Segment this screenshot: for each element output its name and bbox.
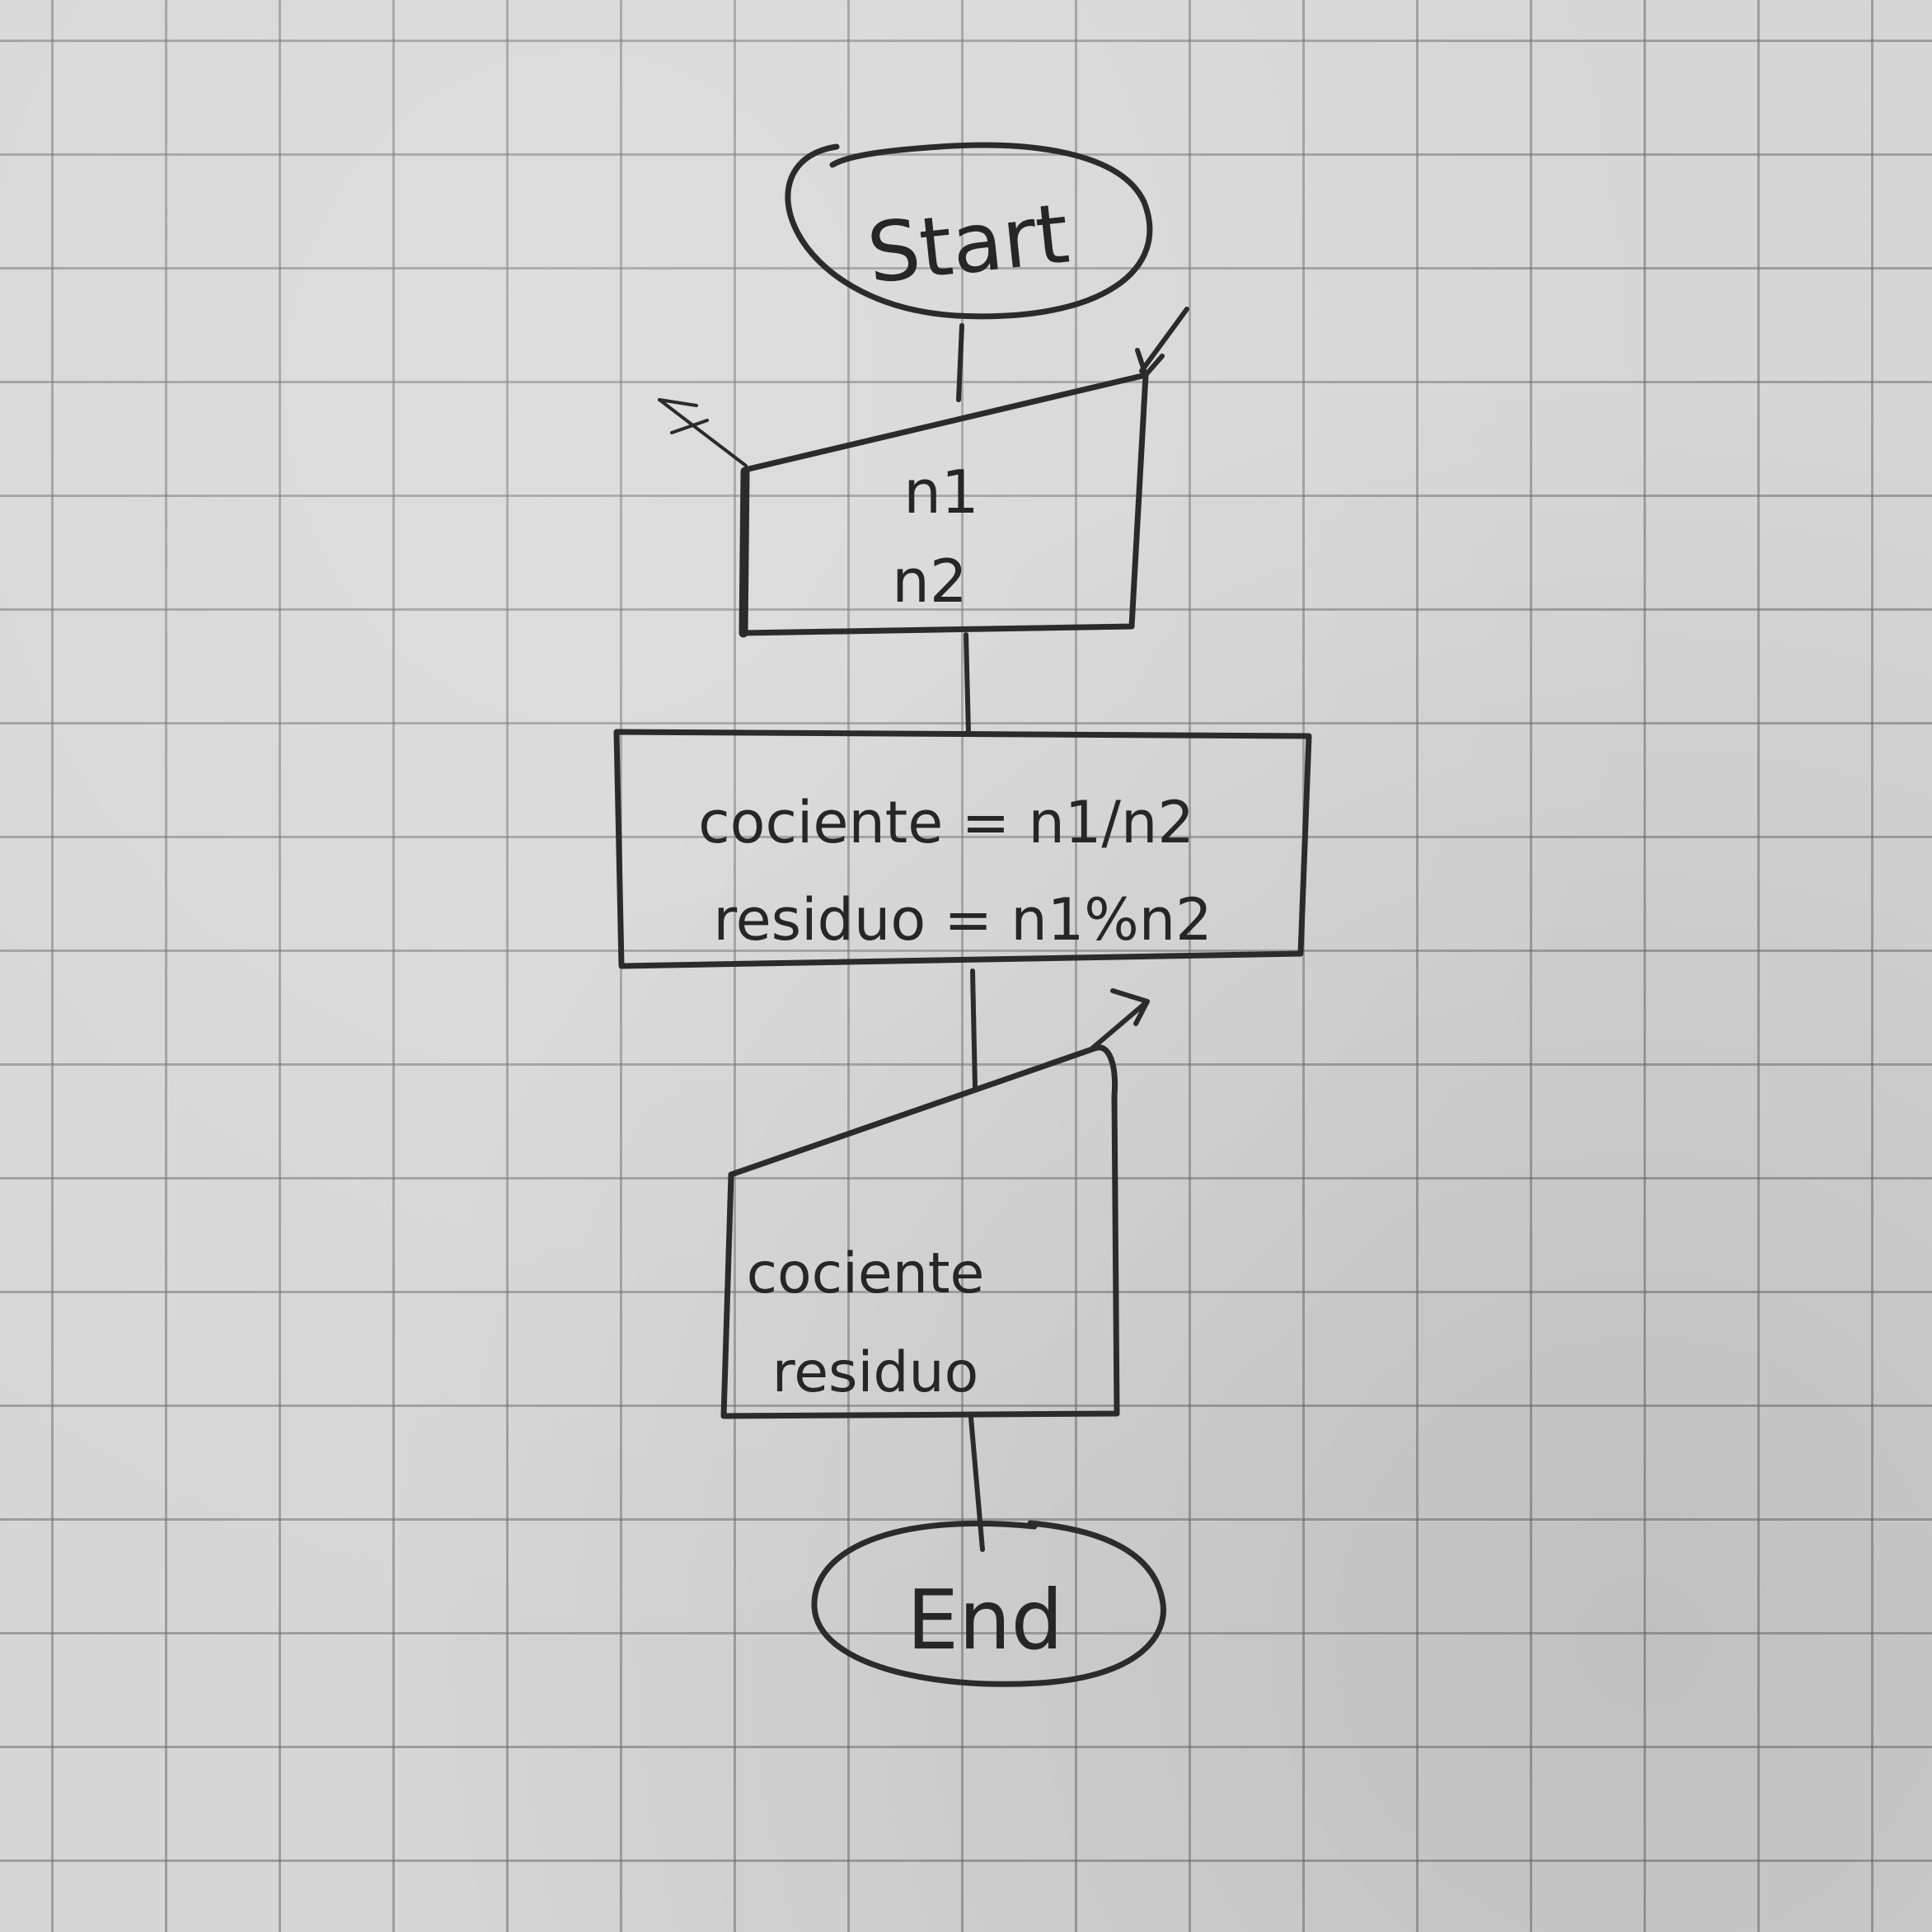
connector-start-input <box>956 323 964 402</box>
input-arrow-icon <box>1135 307 1189 377</box>
start-label: Start <box>863 185 1073 302</box>
start-terminal: Start <box>785 142 1153 320</box>
process-box: cociente = n1/n2 residuo = n1%n2 <box>613 729 1312 969</box>
connector-process-output <box>970 968 978 1090</box>
input-line-1: n1 <box>903 457 978 527</box>
connector-output-end <box>968 1415 985 1552</box>
input-shape: n1 n2 <box>658 307 1189 638</box>
connector-input-process <box>964 632 971 736</box>
process-line-2: residuo = n1%n2 <box>713 886 1212 954</box>
output-line-1: cociente <box>747 1241 985 1306</box>
end-terminal: End <box>811 1520 1166 1687</box>
process-line-1: cociente = n1/n2 <box>698 789 1194 856</box>
output-shape: cociente residuo <box>720 988 1150 1419</box>
input-line-2: n2 <box>892 546 967 616</box>
output-line-2: residuo <box>772 1340 978 1405</box>
output-arrow-icon <box>1090 988 1150 1051</box>
end-label: End <box>907 1572 1063 1668</box>
input-arrow-tail-icon <box>658 398 748 467</box>
